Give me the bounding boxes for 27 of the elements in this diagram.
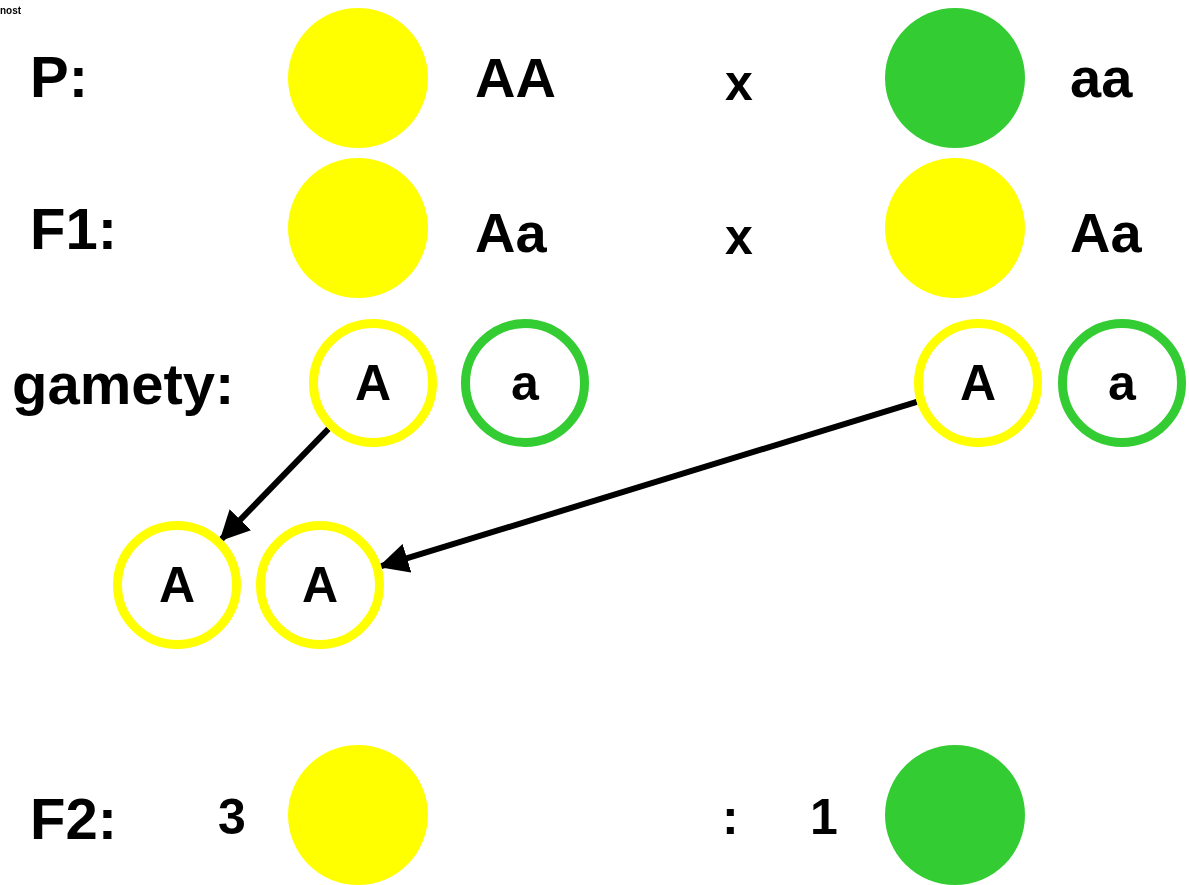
arrow <box>378 398 918 573</box>
allele-text: a <box>511 354 539 412</box>
allele-text: a <box>1108 354 1136 412</box>
gamete-circle <box>113 521 241 649</box>
allele-text: A <box>354 354 392 412</box>
gamete-circle <box>309 319 437 447</box>
ratio-number: 3 <box>218 792 246 842</box>
ratio-separator: : <box>722 792 739 842</box>
gamete-circle <box>256 521 384 649</box>
gamete-circle <box>914 319 1042 447</box>
cross-sign: x <box>725 58 753 108</box>
genotype-label: aa <box>1070 50 1133 106</box>
genotype-label: AA <box>475 50 556 106</box>
arrow <box>219 426 331 542</box>
page-fragment-text: nost <box>0 6 22 16</box>
allele-text: A <box>158 556 196 614</box>
ratio-number: 1 <box>810 792 838 842</box>
generation-label: P: <box>30 48 88 106</box>
genotype-label: Aa <box>1070 205 1142 261</box>
allele-text: A <box>959 354 997 412</box>
gamete-circle <box>461 319 589 447</box>
genotype-label: Aa <box>475 205 547 261</box>
cross-sign: x <box>725 212 753 262</box>
generation-label: F1: <box>30 200 117 258</box>
generation-label: F2: <box>30 790 117 848</box>
allele-text: A <box>301 556 339 614</box>
gamete-circle <box>1058 319 1186 447</box>
